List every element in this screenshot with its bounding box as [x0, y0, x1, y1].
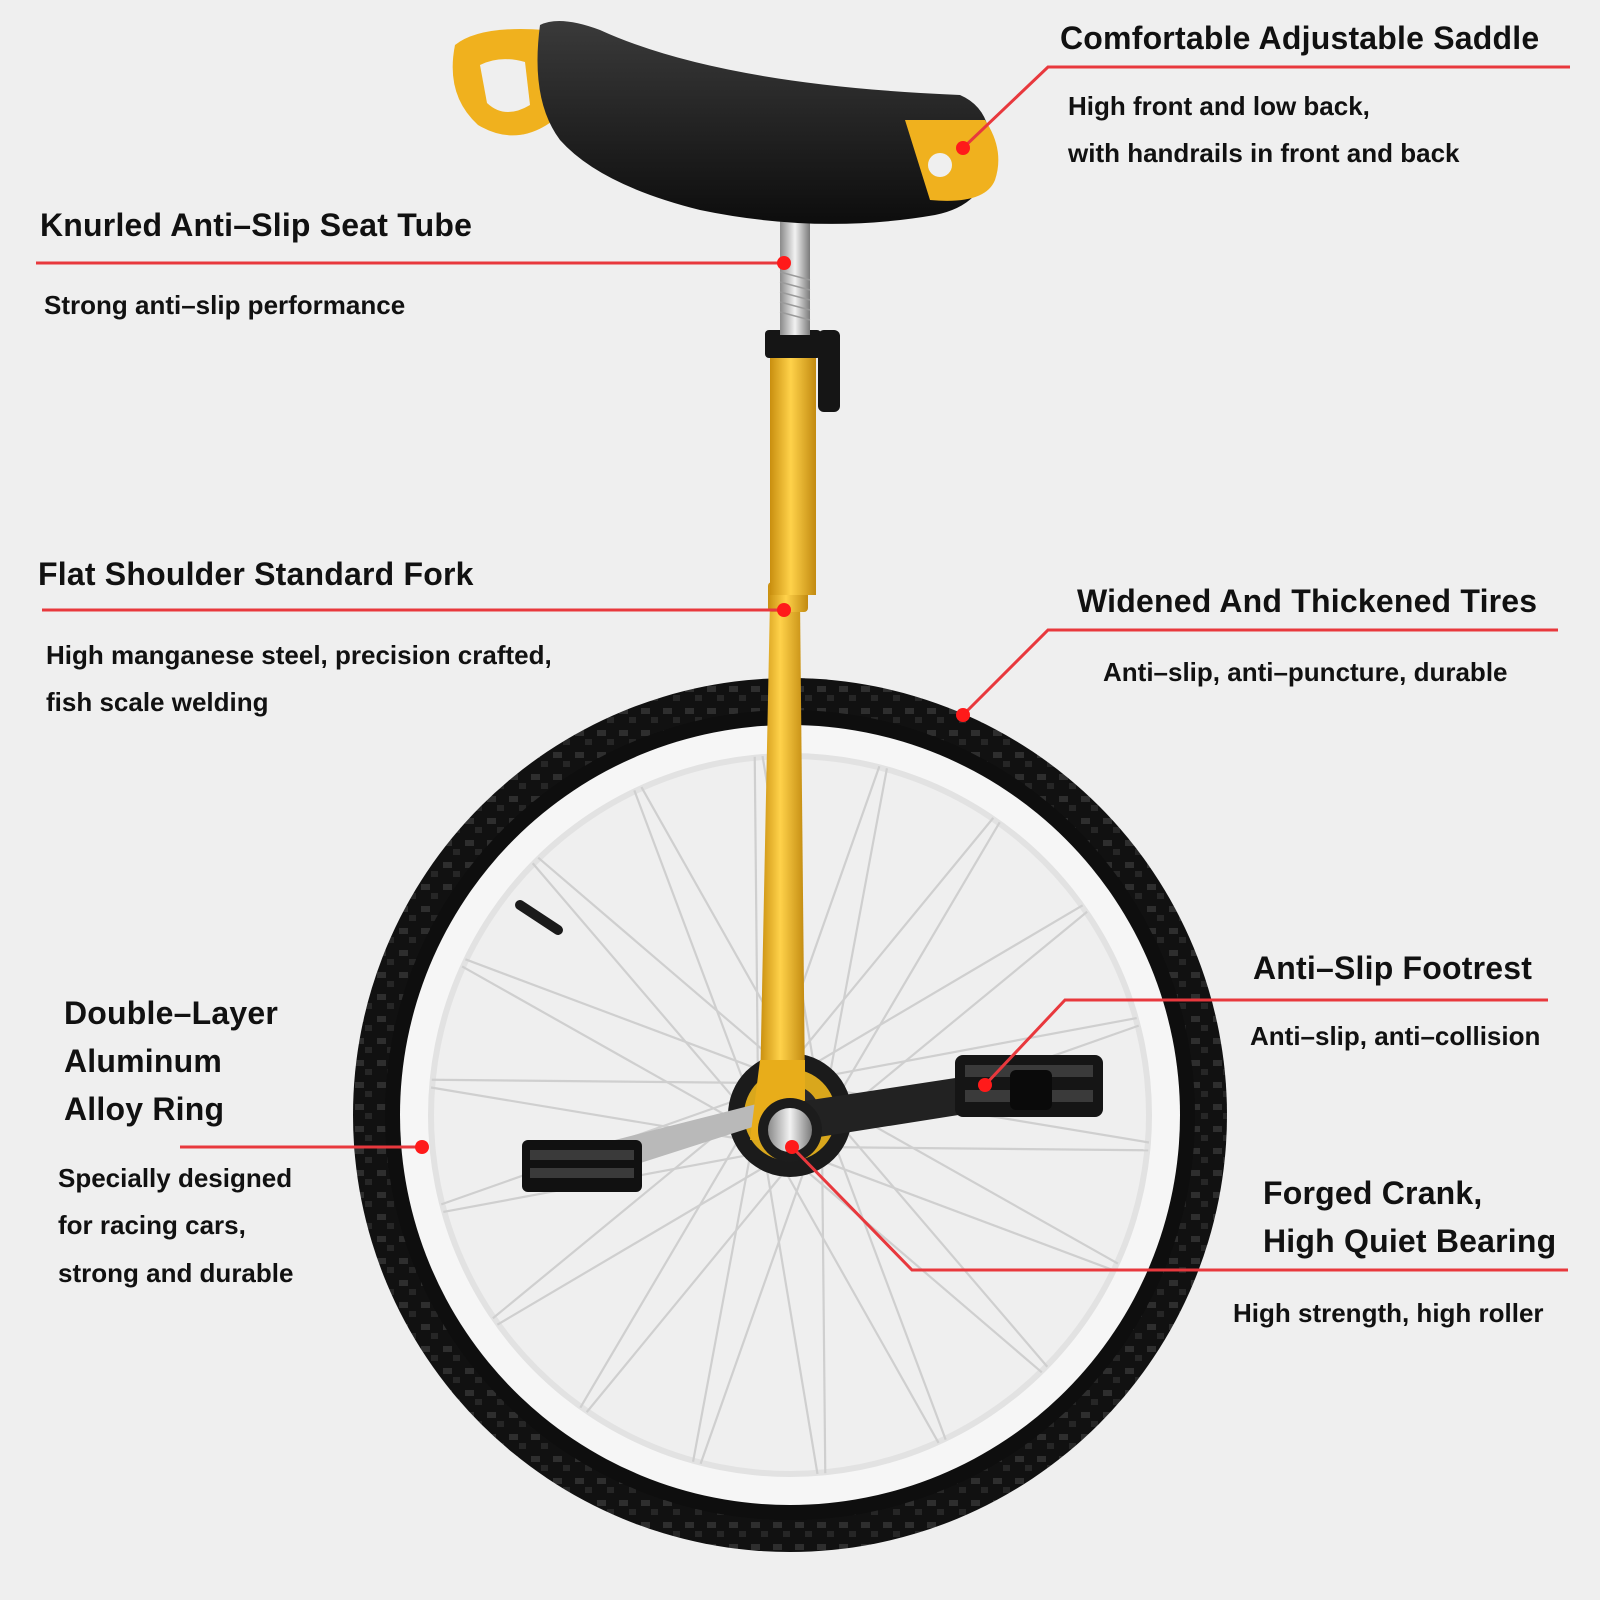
spoke	[780, 1163, 940, 1444]
spoke	[496, 1161, 774, 1326]
ring-desc-line3: strong and durable	[58, 1258, 294, 1288]
footrest-desc: Anti–slip, anti–collision	[1250, 1021, 1541, 1051]
spoke	[531, 862, 742, 1108]
saddle-dot	[956, 141, 970, 155]
spoke	[838, 1122, 1049, 1368]
spoke	[633, 790, 748, 1091]
saddle-callout-line	[961, 65, 1570, 150]
spoke	[821, 1016, 1137, 1078]
spoke	[465, 958, 766, 1073]
ring-title-line2: Aluminum	[64, 1043, 223, 1079]
ring-title-line3: Alloy Ring	[64, 1091, 225, 1127]
saddle-title: Comfortable Adjustable Saddle	[1060, 20, 1540, 56]
spoke	[691, 1146, 753, 1462]
fork-desc-line1: High manganese steel, precision crafted,	[46, 640, 552, 670]
crank-callout-line	[790, 1145, 1568, 1272]
spoke	[821, 1153, 827, 1474]
spoke	[492, 1114, 741, 1320]
tires-title: Widened And Thickened Tires	[1077, 583, 1538, 619]
spoke	[838, 1105, 1119, 1265]
spoke	[753, 756, 759, 1077]
seat-tube-dot	[777, 256, 791, 270]
footrest-dot	[978, 1078, 992, 1092]
tires-desc: Anti–slip, anti–puncture, durable	[1103, 657, 1508, 687]
right-pedal	[955, 1055, 1103, 1117]
spoke	[832, 1139, 947, 1440]
footrest-callout-line	[983, 998, 1548, 1087]
saddle-desc-line2: with handrails in front and back	[1068, 138, 1460, 168]
ring-dot	[415, 1140, 429, 1154]
spoke	[763, 1158, 819, 1475]
footrest-title: Anti–Slip Footrest	[1253, 950, 1533, 986]
right-crank	[758, 1075, 990, 1162]
spoke	[828, 1146, 1149, 1152]
fork-title: Flat Shoulder Standard Fork	[38, 556, 474, 592]
callout-dots	[415, 141, 992, 1154]
left-pedal	[522, 1098, 790, 1192]
spoke	[699, 1161, 809, 1465]
spoke	[806, 904, 1084, 1069]
spoke	[839, 910, 1088, 1116]
spoke	[579, 1131, 744, 1409]
saddle	[452, 21, 999, 224]
spoke	[827, 768, 889, 1084]
saddle-desc-line1: High front and low back,	[1068, 91, 1370, 121]
ring-title-line1: Double–Layer	[64, 995, 279, 1031]
ring-desc-line1: Specially designed	[58, 1163, 293, 1193]
spoke	[797, 1163, 1043, 1374]
crank-desc: High strength, high roller	[1233, 1298, 1544, 1328]
spoke	[836, 821, 1001, 1099]
fork-desc-line2: fish scale welding	[46, 687, 269, 717]
spoke	[461, 965, 742, 1125]
spoke	[814, 1157, 1115, 1272]
ring-desc-line2: for racing cars,	[58, 1210, 246, 1240]
fork-dot	[777, 603, 791, 617]
spoke	[537, 856, 783, 1067]
tire-callout-line	[961, 628, 1558, 717]
spoke	[789, 817, 995, 1066]
seat-tube-title: Knurled Anti–Slip Seat Tube	[40, 207, 473, 243]
crank-title-line1: Forged Crank,	[1263, 1175, 1483, 1211]
callout-lines	[36, 65, 1570, 1272]
crank-title-line2: High Quiet Bearing	[1263, 1223, 1557, 1259]
spoke	[431, 1078, 752, 1084]
crank-dot	[785, 1140, 799, 1154]
seat-post	[765, 210, 840, 595]
seat-tube-desc: Strong anti–slip performance	[44, 290, 406, 320]
tire-dot	[956, 708, 970, 722]
spoke	[585, 1164, 791, 1413]
